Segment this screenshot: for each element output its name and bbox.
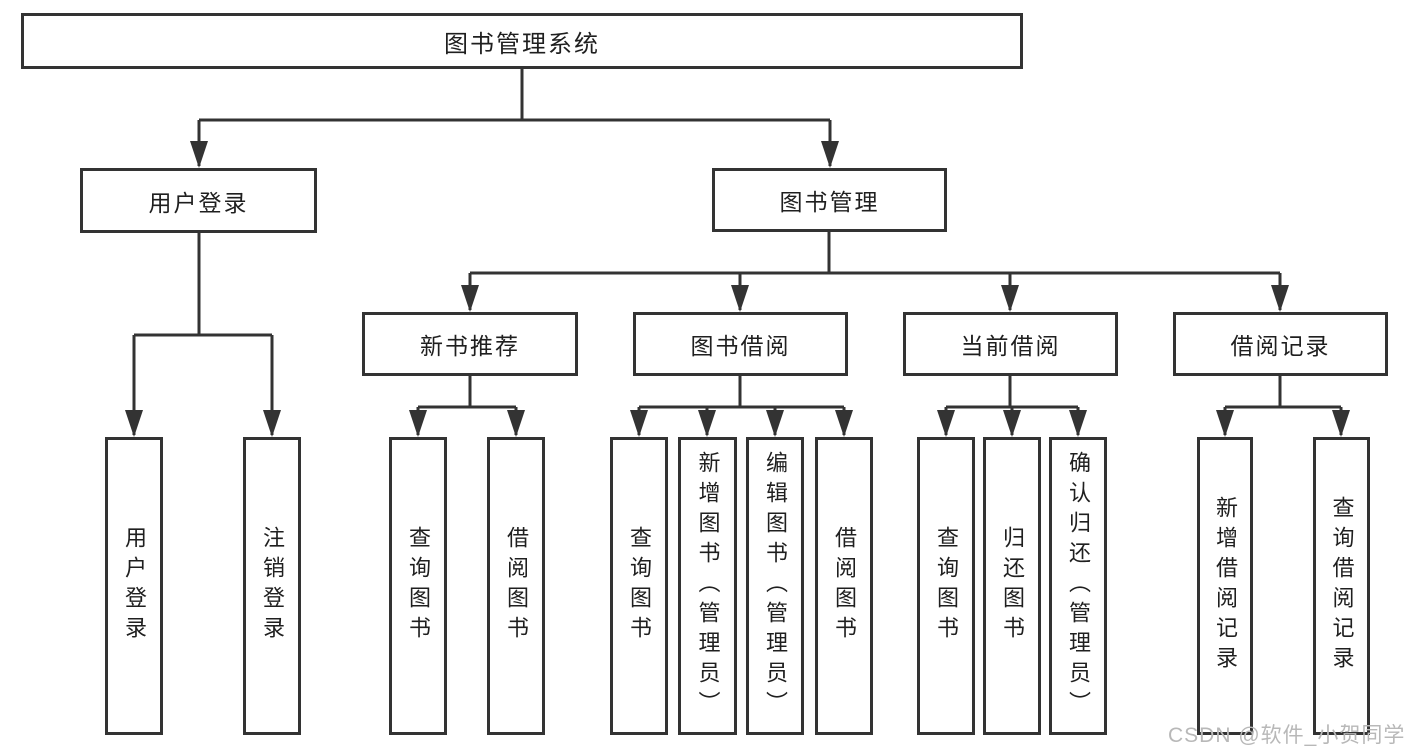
leaf-borrow-edit-books-admin: 编辑图书（管理员） (746, 437, 804, 735)
leaf-current-confirm-return-admin: 确认归还（管理员） (1049, 437, 1107, 735)
node-new-book-recommend: 新书推荐 (362, 312, 578, 376)
leaf-record-add-borrow-record: 新增借阅记录 (1197, 437, 1253, 735)
node-book-management: 图书管理 (712, 168, 947, 232)
node-current-borrow: 当前借阅 (903, 312, 1118, 376)
arrow-down-icon (731, 285, 749, 312)
arrow-down-icon (1069, 410, 1087, 437)
leaf-current-query-books: 查询图书 (917, 437, 975, 735)
leaf-newbook-borrow-books: 借阅图书 (487, 437, 545, 735)
leaf-logout-login: 注销登录 (243, 437, 301, 735)
leaf-borrow-query-books: 查询图书 (610, 437, 668, 735)
leaf-record-query-borrow-record: 查询借阅记录 (1313, 437, 1370, 735)
arrow-down-icon (1332, 410, 1350, 437)
leaf-current-return-books: 归还图书 (983, 437, 1041, 735)
arrow-down-icon (1003, 410, 1021, 437)
arrow-down-icon (190, 141, 208, 168)
arrow-down-icon (698, 410, 716, 437)
leaf-borrow-add-books-admin: 新增图书（管理员） (678, 437, 737, 735)
leaf-user-login: 用户登录 (105, 437, 163, 735)
csdn-watermark: CSDN @软件_小贺同学 (1168, 724, 1405, 747)
node-borrow-record: 借阅记录 (1173, 312, 1388, 376)
arrow-down-icon (263, 410, 281, 437)
arrow-down-icon (766, 410, 784, 437)
node-book-borrow: 图书借阅 (633, 312, 848, 376)
arrow-down-icon (821, 141, 839, 168)
arrow-down-icon (507, 410, 525, 437)
arrow-down-icon (1001, 285, 1019, 312)
arrow-down-icon (1216, 410, 1234, 437)
arrow-down-icon (835, 410, 853, 437)
node-root-system: 图书管理系统 (21, 13, 1023, 69)
node-user-login: 用户登录 (80, 168, 317, 233)
arrow-down-icon (630, 410, 648, 437)
arrow-down-icon (1271, 285, 1289, 312)
leaf-borrow-borrow-books: 借阅图书 (815, 437, 873, 735)
arrow-down-icon (125, 410, 143, 437)
arrowheads (125, 141, 1350, 437)
arrow-down-icon (461, 285, 479, 312)
arrow-down-icon (409, 410, 427, 437)
arrow-down-icon (937, 410, 955, 437)
leaf-newbook-query-books: 查询图书 (389, 437, 447, 735)
